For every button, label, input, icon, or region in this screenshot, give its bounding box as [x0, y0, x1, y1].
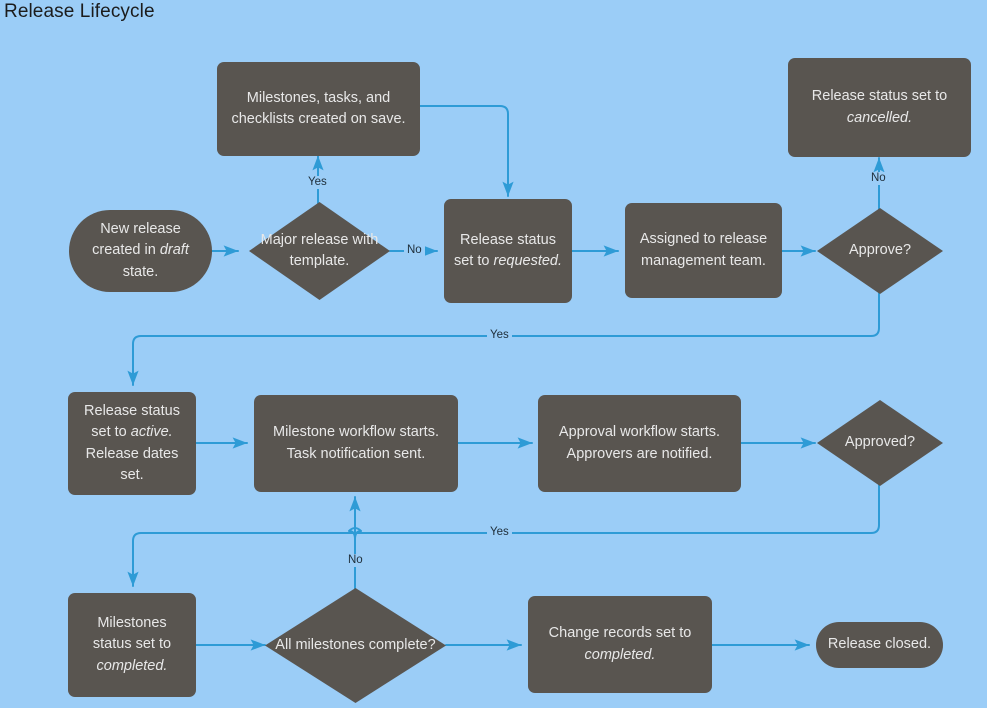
node-status-active-label: Release status set to active. Release da… [84, 402, 180, 483]
node-milestones-created[interactable]: Milestones, tasks, and checklists create… [217, 62, 420, 156]
node-status-cancelled-label: Release status set to cancelled. [811, 88, 948, 126]
node-change-records-label: Change records set to completed. [548, 625, 692, 663]
node-status-requested[interactable]: Release status set to requested. [444, 199, 572, 303]
node-approved-label: Approved? [844, 434, 916, 451]
node-status-cancelled[interactable]: Release status set to cancelled. [788, 58, 971, 157]
edge-label-approve-yes: Yes [487, 329, 512, 342]
node-milestone-workflow-label: Milestone workflow starts. Task notifica… [273, 424, 439, 462]
node-new-release-label: New release created in draft state. [92, 220, 189, 280]
node-milestones-completed[interactable]: Milestones status set to completed. [68, 593, 196, 697]
node-assigned-team-label: Assigned to release management team. [639, 231, 768, 269]
node-approve[interactable]: Approve? [817, 208, 943, 294]
node-milestones-created-label: Milestones, tasks, and checklists create… [231, 89, 406, 127]
node-assigned-team[interactable]: Assigned to release management team. [625, 203, 782, 298]
edge-milestones-to-requested [419, 105, 514, 197]
node-approval-workflow-label: Approval workflow starts. Approvers are … [558, 424, 721, 462]
node-status-active[interactable]: Release status set to active. Release da… [68, 392, 196, 495]
node-approval-workflow[interactable]: Approval workflow starts. Approvers are … [538, 395, 741, 492]
page-title: Release Lifecycle [4, 1, 155, 22]
node-release-closed-label: Release closed. [827, 636, 932, 653]
node-release-closed[interactable]: Release closed. [816, 622, 943, 668]
edge-label-approved-yes: Yes [487, 526, 512, 539]
node-milestones-completed-label: Milestones status set to completed. [92, 614, 172, 674]
node-change-records[interactable]: Change records set to completed. [528, 596, 712, 693]
node-new-release[interactable]: New release created in draft state. [69, 210, 212, 292]
node-all-milestones[interactable]: All milestones complete? [265, 588, 446, 703]
node-all-milestones-label: All milestones complete? [275, 636, 436, 653]
node-approve-label: Approve? [848, 242, 912, 259]
node-approved[interactable]: Approved? [817, 400, 943, 486]
node-major-release[interactable]: Major release with template. [249, 202, 390, 300]
edge-label-approve-no: No [868, 172, 889, 185]
edge-label-milestones-no: No [345, 554, 366, 567]
node-milestone-workflow[interactable]: Milestone workflow starts. Task notifica… [254, 395, 458, 492]
node-status-requested-label: Release status set to requested. [453, 231, 563, 269]
edge-label-major-yes: Yes [305, 176, 330, 189]
node-major-release-label: Major release with template. [260, 231, 379, 269]
edge-label-major-no: No [404, 244, 425, 257]
